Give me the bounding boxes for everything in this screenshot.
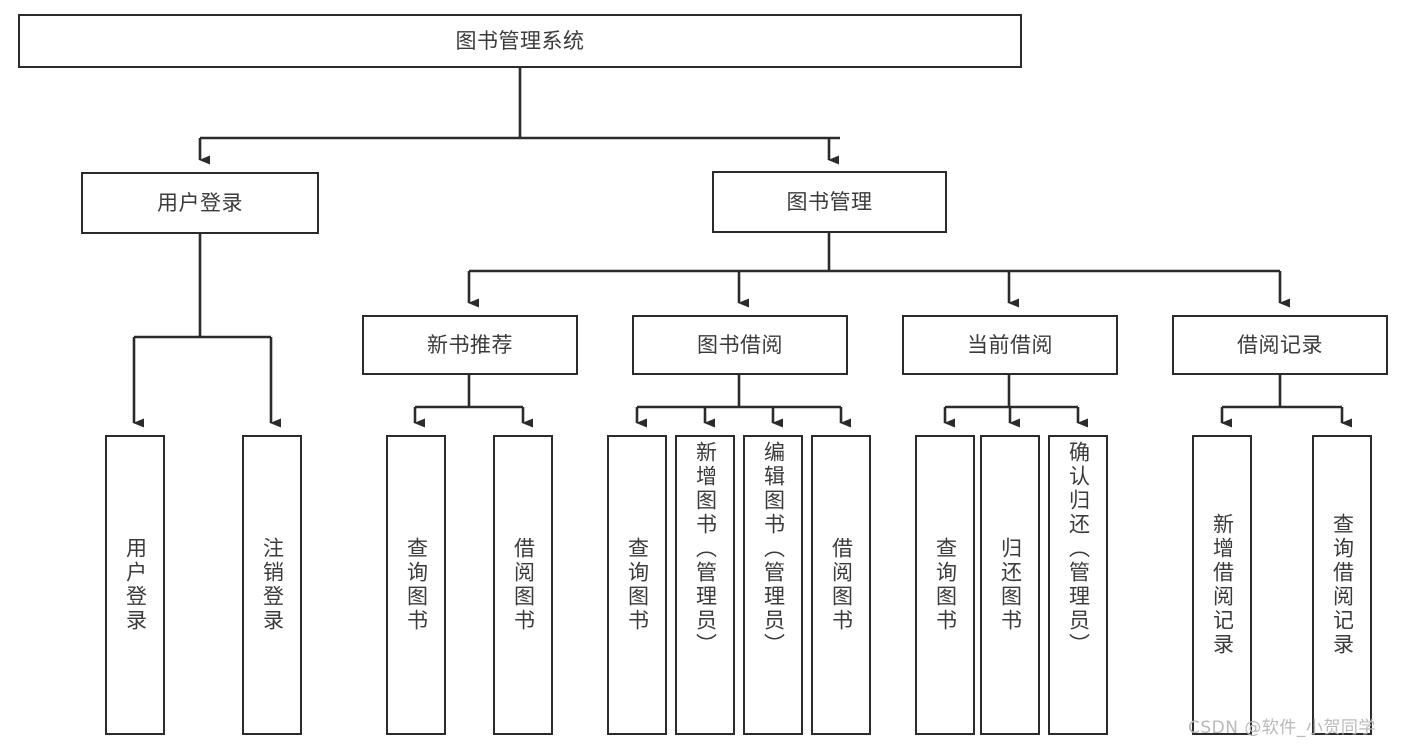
leaf-label: 编辑图书（管理员） <box>761 441 786 657</box>
node-label: 当前借阅 <box>967 332 1053 357</box>
node-label: 图书借阅 <box>697 332 783 357</box>
leaf-borrow-record-1[interactable]: 查询借阅记录 <box>1312 435 1372 735</box>
leaf-label: 借阅图书 <box>511 537 536 633</box>
leaf-current-borrow-0[interactable]: 查询图书 <box>915 435 975 735</box>
leaf-label: 借阅图书 <box>829 537 854 633</box>
leaf-new-book-rec-1[interactable]: 借阅图书 <box>493 435 553 735</box>
node-current-borrowing[interactable]: 当前借阅 <box>902 315 1118 375</box>
node-label: 用户登录 <box>157 190 243 215</box>
leaf-book-borrow-2[interactable]: 编辑图书（管理员） <box>743 435 803 735</box>
leaf-label: 查询图书 <box>404 537 429 633</box>
leaf-label: 归还图书 <box>998 537 1023 633</box>
leaf-label: 新增借阅记录 <box>1210 513 1235 657</box>
node-root-system[interactable]: 图书管理系统 <box>18 14 1022 68</box>
leaf-current-borrow-2[interactable]: 确认归还（管理员） <box>1048 435 1108 735</box>
leaf-label: 查询图书 <box>933 537 958 633</box>
watermark-text: CSDN @软件_小贺同学 <box>1188 718 1376 738</box>
leaf-label: 用户登录 <box>123 537 148 633</box>
leaf-book-borrow-1[interactable]: 新增图书（管理员） <box>675 435 735 735</box>
leaf-book-borrow-0[interactable]: 查询图书 <box>607 435 667 735</box>
node-book-borrowing[interactable]: 图书借阅 <box>632 315 848 375</box>
leaf-label: 注销登录 <box>260 537 285 633</box>
leaf-label: 查询图书 <box>625 537 650 633</box>
leaf-current-borrow-1[interactable]: 归还图书 <box>980 435 1040 735</box>
node-borrow-records[interactable]: 借阅记录 <box>1172 315 1388 375</box>
node-book-management[interactable]: 图书管理 <box>712 171 947 233</box>
node-label: 图书管理系统 <box>455 28 585 53</box>
leaf-book-borrow-3[interactable]: 借阅图书 <box>811 435 871 735</box>
leaf-borrow-record-0[interactable]: 新增借阅记录 <box>1192 435 1252 735</box>
leaf-user-login-1[interactable]: 注销登录 <box>242 435 302 735</box>
node-label: 新书推荐 <box>427 332 513 357</box>
node-user-login[interactable]: 用户登录 <box>81 172 319 234</box>
leaf-user-login-0[interactable]: 用户登录 <box>105 435 165 735</box>
node-label: 图书管理 <box>786 189 873 214</box>
leaf-label: 确认归还（管理员） <box>1066 441 1091 657</box>
node-new-book-recommendation[interactable]: 新书推荐 <box>362 315 578 375</box>
node-label: 借阅记录 <box>1237 332 1323 357</box>
leaf-label: 查询借阅记录 <box>1330 513 1355 657</box>
leaf-new-book-rec-0[interactable]: 查询图书 <box>386 435 446 735</box>
leaf-label: 新增图书（管理员） <box>693 441 718 657</box>
